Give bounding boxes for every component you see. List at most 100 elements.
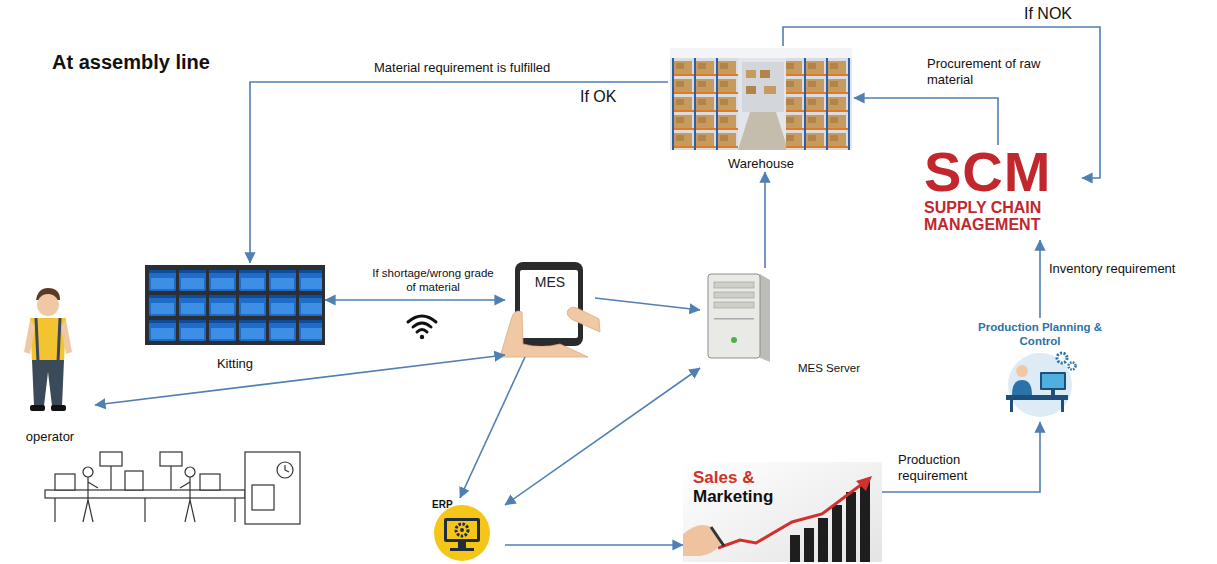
- assembly-line-sketch: [55, 498, 235, 522]
- planner-icon: [1006, 395, 1068, 400]
- kitting-bins-photo: [145, 265, 325, 345]
- server-label: MES Server: [798, 361, 860, 375]
- kitting-node: Kitting: [145, 263, 325, 372]
- note-label: If OK: [578, 88, 618, 106]
- warehouse-photo: [746, 70, 756, 78]
- connector-arrow: [1039, 240, 1041, 318]
- sales-chart-photo: [818, 518, 828, 562]
- warehouse-photo: [672, 58, 738, 150]
- mes-device: MES: [505, 258, 595, 357]
- operator-figure: [24, 320, 35, 354]
- planner-icon: [1069, 363, 1076, 370]
- server-tower-icon: [714, 302, 754, 308]
- kitting-bins-photo: [145, 265, 325, 345]
- sales-chart-photo: [860, 480, 870, 562]
- scm-full-name: SUPPLY CHAIN MANAGEMENT: [924, 199, 1064, 233]
- connector-arrow: [460, 357, 525, 498]
- warehouse-node: Warehouse: [668, 46, 854, 172]
- operator-figure: [24, 288, 72, 411]
- edge-label: Inventory requirement: [1047, 261, 1177, 277]
- assembly-line-sketch: [83, 467, 93, 477]
- planner-icon: [1042, 374, 1064, 388]
- operator-figure: [30, 318, 66, 362]
- edge-label: If NOK: [1022, 5, 1074, 23]
- edge-label: Material requirement is fulfilled: [372, 60, 552, 76]
- planner-icon: [1016, 365, 1028, 377]
- planner-icon: [1061, 400, 1064, 412]
- erp-icon: [434, 505, 490, 561]
- planner-icon: [1040, 372, 1066, 390]
- assembly-line-sketch: [185, 467, 195, 477]
- connector-arrow: [882, 422, 1040, 492]
- assembly-line-sketch: [200, 474, 220, 490]
- warehouse-photo: [742, 62, 784, 112]
- mes-phone-in-hands: [520, 270, 578, 338]
- scm-acronym: SCM: [924, 145, 1051, 199]
- operator-node: operator: [5, 288, 95, 445]
- assembly-line-sketch: [45, 452, 300, 524]
- sales-label: Sales & Marketing: [693, 468, 793, 506]
- mes-phone-in-hands: [500, 262, 600, 357]
- warehouse-photo: [670, 48, 852, 150]
- warehouse-photo: [738, 112, 788, 150]
- planner-icon: [1057, 353, 1067, 363]
- mes-phone-in-hands: [515, 262, 583, 346]
- mes-server-node: MES Server: [700, 268, 860, 375]
- ppc-node: Production Planning & Control: [950, 318, 1130, 422]
- operator-figure: [51, 405, 66, 411]
- wifi-symbol: [413, 323, 431, 327]
- assembly-line-sketch: [170, 466, 171, 490]
- sales-marketing-node: Sales & Marketing: [683, 462, 882, 562]
- wifi-symbol: [420, 335, 424, 339]
- assembly-line-sketch: [180, 477, 195, 522]
- erp-icon: [447, 521, 477, 539]
- connector-arrow: [325, 299, 505, 301]
- sales-chart-photo: [790, 535, 800, 562]
- connector-arrow: [505, 544, 683, 546]
- wifi-symbol: [408, 316, 436, 322]
- assembly-line-sketch: [45, 490, 245, 498]
- assembly-line-sketch: [125, 471, 143, 490]
- assembly-line-sketch: [83, 477, 98, 522]
- assembly-line-sketch: [252, 485, 274, 510]
- warehouse-photo: [746, 86, 756, 94]
- erp-icon: [460, 528, 464, 532]
- server-tower-icon: [760, 274, 770, 362]
- wifi-symbol: [408, 316, 436, 339]
- erp-icon: [444, 518, 480, 542]
- assembly-line-sketch: [55, 474, 75, 490]
- edge-label: Production requirement: [896, 452, 1025, 484]
- assembly-line-sketch: [160, 452, 182, 466]
- connector-arrow: [505, 368, 700, 505]
- erp-icon: [450, 548, 474, 551]
- connectors: [95, 27, 1100, 545]
- planner-icon: [1008, 353, 1072, 417]
- erp-icon: [456, 524, 468, 536]
- assembly-line-sketch: [285, 465, 289, 472]
- sales-chart-photo: [804, 528, 814, 562]
- operator-figure: [32, 360, 64, 406]
- sales-chart-photo: [832, 505, 842, 562]
- server-tower-icon: [708, 274, 760, 358]
- sales-chart-photo: [846, 492, 856, 562]
- operator-figure: [30, 405, 45, 411]
- edge-label: If shortage/wrong grade of material: [368, 266, 498, 294]
- warehouse-label: Warehouse: [728, 156, 794, 172]
- kitting-bins-photo: [148, 268, 322, 343]
- erp-icon: [434, 505, 490, 561]
- assembly-line-sketch: [110, 466, 111, 490]
- planner-icon: [1006, 353, 1076, 417]
- diagram-title: At assembly line: [52, 50, 210, 74]
- connector-arrow: [95, 355, 505, 405]
- assembly-line-sketch: [245, 452, 300, 524]
- planner-icon: [1051, 390, 1055, 395]
- assembly-line-sketch: [277, 462, 293, 478]
- planner-icon: [1010, 400, 1013, 412]
- edge-label: Procurement of raw material: [925, 56, 1059, 88]
- planner-icon: [1012, 380, 1032, 395]
- connector-arrow: [595, 298, 700, 310]
- warehouse-photo: [670, 48, 852, 150]
- sales-chart-photo: [683, 462, 882, 562]
- connector-arrow: [854, 98, 998, 145]
